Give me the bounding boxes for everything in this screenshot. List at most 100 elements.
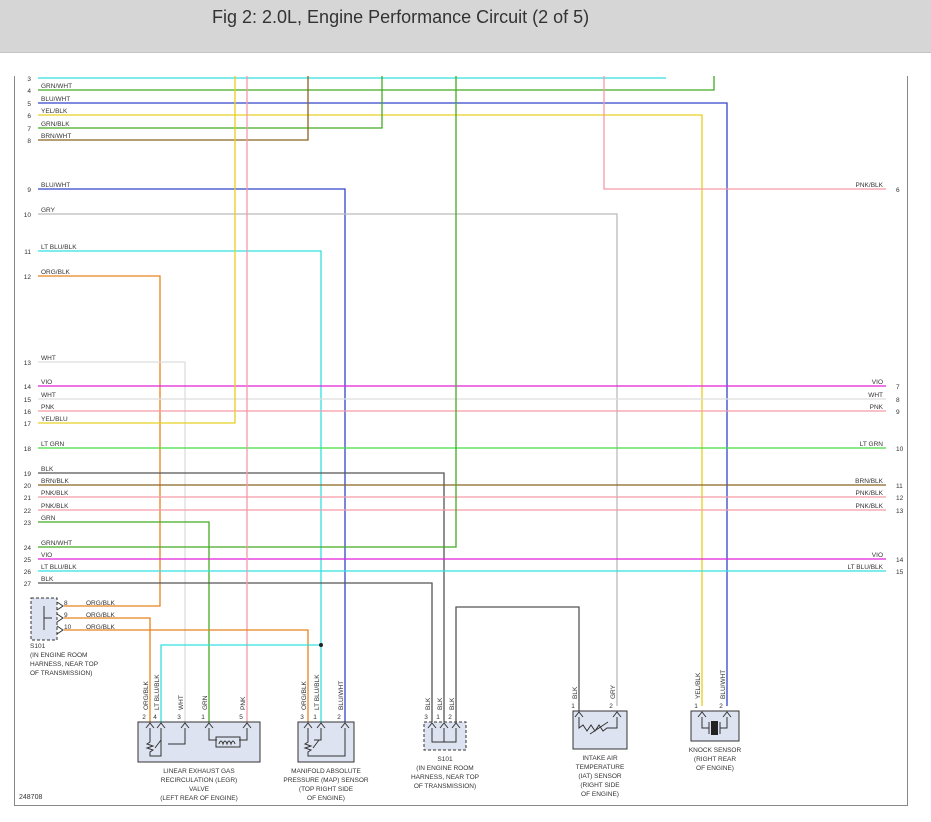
right-wire-number: 11 (896, 483, 903, 490)
s101_right-pin-number: 1 (436, 714, 440, 721)
map-pin-label: LT BLU/BLK (314, 674, 321, 710)
legr-pin-label: GRN (202, 695, 209, 710)
s101-left-caption: HARNESS, NEAR TOP (30, 661, 98, 668)
wire-11 (38, 250, 322, 722)
wire-10 (38, 213, 618, 706)
legr-coil (218, 740, 236, 746)
iat-caption: OF ENGINE) (581, 791, 619, 798)
knock-caption: (RIGHT REAR (694, 756, 736, 763)
legr-pin-number: 1 (201, 714, 205, 721)
right-wire-label: LT BLU/BLK (847, 564, 883, 571)
s101_right-terminal (427, 722, 437, 729)
map-terminal (303, 722, 313, 729)
iat-terminal (574, 711, 584, 718)
left-wire-label: VIO (41, 379, 52, 386)
legr-potentiometer (145, 728, 162, 757)
left-wire-label: BLK (41, 576, 54, 583)
map-terminal (316, 722, 326, 729)
splice-dot (319, 643, 323, 647)
diagram-frame (14, 76, 908, 806)
figure-id: 248708 (19, 794, 43, 801)
s101-left-terminal (56, 601, 64, 611)
s101-right-splice (431, 728, 457, 743)
s101-left-pin-number: 8 (64, 600, 68, 607)
s101-left-pin-label: ORG/BLK (86, 600, 116, 607)
legr-pin-label: ORG/BLK (143, 680, 150, 710)
wire-org-map-3 (64, 629, 309, 722)
iat-caption: INTAKE AIR (582, 755, 618, 762)
right-wire-label: PNK (870, 404, 884, 411)
wire-pnk-blk-right-6 (603, 76, 886, 190)
s101_right-pin-label: BLK (425, 697, 432, 710)
left-wire-number: 10 (24, 212, 32, 219)
left-wire-label: VIO (41, 552, 52, 559)
figure-header: Fig 2: 2.0L, Engine Performance Circuit … (0, 0, 931, 53)
legr-pin-number: 5 (239, 714, 243, 721)
iat-body (572, 710, 628, 750)
iat-thermistor (578, 717, 618, 735)
iat-pin-label: BLK (572, 686, 579, 699)
left-wire-number: 20 (24, 483, 32, 490)
left-wire-number: 15 (24, 397, 32, 404)
s101_right-terminal (451, 722, 461, 729)
wire-8 (38, 76, 309, 141)
left-wire-number: 12 (24, 274, 32, 281)
s101_right-pin-label: BLK (449, 697, 456, 710)
legr-pin-label: WHT (178, 695, 185, 710)
map-pin-label: ORG/BLK (301, 680, 308, 710)
left-wire-label: LT GRN (41, 441, 65, 448)
left-wire-number: 25 (24, 557, 32, 564)
left-wire-label: PNK (41, 404, 55, 411)
s101-left-pin-number: 10 (64, 624, 72, 631)
s101_right-body (423, 721, 467, 751)
map-caption: OF ENGINE) (307, 795, 345, 802)
knock-pin-label: YEL/BLK (695, 672, 702, 699)
s101_right-terminal (439, 722, 449, 729)
wire-ltblu-legr-4 (160, 644, 321, 722)
left-wire-number: 22 (24, 508, 32, 515)
left-wire-number: 14 (24, 384, 32, 391)
right-wire-label: LT GRN (860, 441, 884, 448)
wire-9 (38, 188, 346, 722)
legr-terminal (242, 722, 252, 729)
left-wire-label: PNK/BLK (41, 503, 69, 510)
left-wire-label: GRY (41, 207, 56, 214)
iat-caption: (RIGHT SIDE (580, 782, 620, 789)
knock-pin-label: BLU/WHT (720, 670, 727, 699)
iat-pin-number: 2 (609, 703, 613, 710)
right-wire-number: 9 (896, 409, 900, 416)
right-wire-label: PNK/BLK (856, 490, 884, 497)
wire-12 (38, 275, 161, 607)
iat-pin-label: GRY (610, 684, 617, 699)
wires-layer (38, 76, 886, 722)
knock-pin-number: 1 (694, 703, 698, 710)
map-pin-number: 1 (313, 714, 317, 721)
wire-24 (38, 76, 457, 548)
wire-5 (38, 102, 728, 706)
right-wire-label: VIO (872, 552, 883, 559)
knock-piezo-element (711, 721, 718, 735)
left-wire-label: GRN/WHT (41, 540, 72, 547)
s101-left-caption: OF TRANSMISSION) (30, 670, 92, 677)
left-wire-number: 19 (24, 471, 32, 478)
left-wire-label: LT BLU/BLK (41, 564, 77, 571)
left-wire-number: 5 (27, 101, 31, 108)
wire-13 (38, 361, 186, 722)
knock-pin-number: 2 (719, 703, 723, 710)
right-wire-number: 8 (896, 397, 900, 404)
left-wire-number: 16 (24, 409, 32, 416)
s101-left-terminal (56, 625, 64, 635)
left-wire-label: GRN/WHT (41, 83, 72, 90)
s101-left-pin-label: ORG/BLK (86, 624, 116, 631)
iat-pin-number: 1 (571, 703, 575, 710)
s101_right-caption: (IN ENGINE ROOM (416, 765, 473, 772)
map-terminal (340, 722, 350, 729)
left-wire-label: BRN/WHT (41, 133, 71, 140)
right-wire-label: PNK/BLK (856, 182, 884, 189)
map-pin-number: 3 (300, 714, 304, 721)
map-pin-label: BLU/WHT (338, 681, 345, 710)
right-wire-label: BRN/BLK (855, 478, 883, 485)
left-wire-number: 11 (24, 249, 31, 256)
legr-caption: VALVE (189, 786, 210, 793)
left-wire-number: 7 (27, 126, 31, 133)
